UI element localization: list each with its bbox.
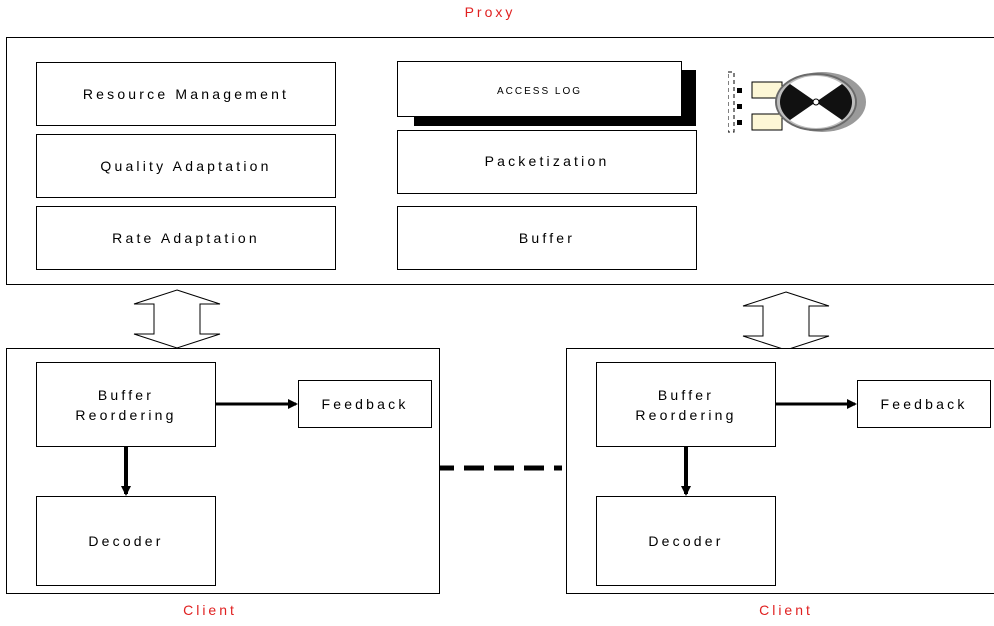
client-arrows — [0, 0, 994, 626]
